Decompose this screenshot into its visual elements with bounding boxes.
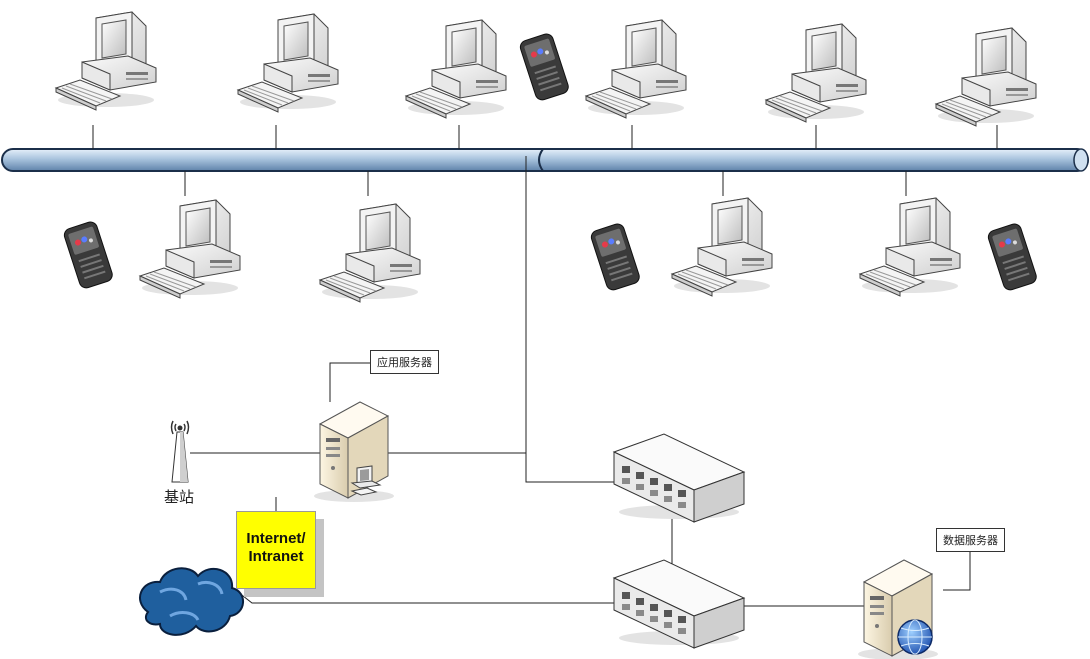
desktop-computer-icon <box>139 199 241 299</box>
network-switch-icon <box>613 559 745 649</box>
desktop-computer-icon <box>319 203 421 303</box>
desktop-computer-icon <box>55 11 157 111</box>
connection-lines <box>190 156 971 607</box>
intranet-label: Intranet <box>248 548 304 565</box>
cloud-icon <box>139 567 244 636</box>
desktop-computer-icon <box>859 197 961 297</box>
desktop-computer-icon <box>237 13 339 113</box>
desktop-computer-icon <box>585 19 687 119</box>
bus-drop-lines <box>92 125 998 196</box>
desktop-computer-icon <box>671 197 773 297</box>
desktop-computer-icon <box>935 27 1037 127</box>
desktop-computer-icon <box>405 19 507 119</box>
app-server-label: 应用服务器 <box>370 350 439 374</box>
antenna-icon <box>170 420 190 483</box>
server-tower-icon <box>313 401 395 503</box>
mobile-phone-icon <box>985 221 1040 293</box>
base-station-label: 基站 <box>164 488 195 506</box>
network-bus <box>1 148 1089 172</box>
mobile-phone-icon <box>517 31 572 103</box>
data-server-label: 数据服务器 <box>936 528 1005 552</box>
internet-intranet-box: Internet/ Intranet <box>236 511 316 589</box>
network-switch-icon <box>613 433 745 523</box>
globe-icon <box>897 619 933 655</box>
desktop-computer-icon <box>765 23 867 123</box>
mobile-phone-icon <box>588 221 643 293</box>
internet-label: Internet/ <box>246 530 306 547</box>
mobile-phone-icon <box>61 219 116 291</box>
small-computer-icon <box>350 465 382 496</box>
